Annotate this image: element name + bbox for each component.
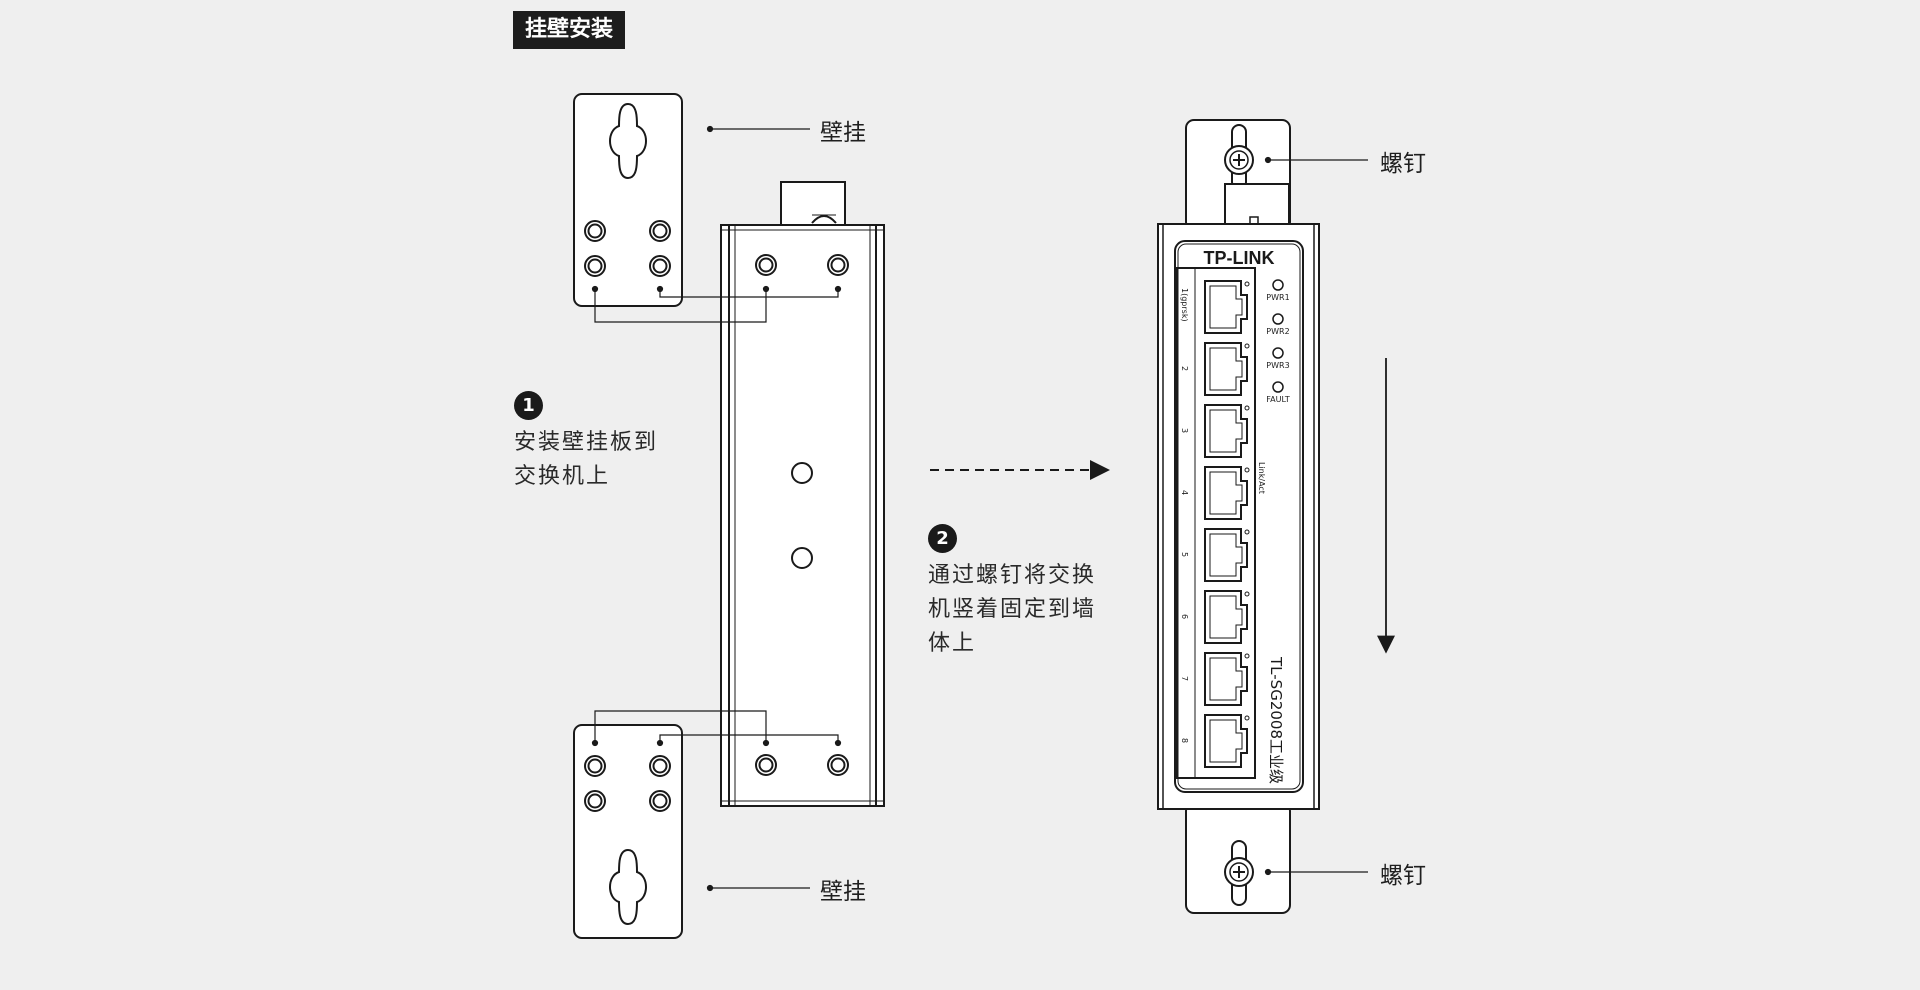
svg-text:PWR1: PWR1 <box>1266 293 1289 302</box>
screw-icon <box>1224 145 1254 175</box>
mounted-plate-top <box>1185 119 1291 231</box>
link-act-label: Link/Act <box>1257 462 1266 494</box>
svg-text:TP-LINK: TP-LINK <box>1204 248 1275 268</box>
svg-text:PWR3: PWR3 <box>1266 361 1289 370</box>
step-2-instruction: 2 通过螺钉将交换 机竖着固定到墙 体上 <box>928 521 1096 661</box>
step-1-instruction: 1 安装壁挂板到 交换机上 <box>514 388 658 494</box>
screw-leaders <box>1264 156 1368 876</box>
svg-text:4: 4 <box>1180 490 1189 495</box>
screw-label-top: 螺钉 <box>1380 151 1426 177</box>
wall-mount-plate-bottom <box>573 724 683 939</box>
step-2-line-2: 机竖着固定到墙 <box>928 597 1097 622</box>
model-label: TL-SG2008工业级 <box>1267 656 1285 784</box>
svg-text:5: 5 <box>1180 552 1189 557</box>
status-leds: PWR1 PWR2 PWR3 FAULT <box>1266 279 1290 404</box>
step-number-badge: 2 <box>928 524 957 553</box>
svg-text:3: 3 <box>1180 428 1189 433</box>
wall-mount-label-bottom: 壁挂 <box>820 879 866 905</box>
svg-text:2: 2 <box>1180 366 1189 371</box>
screw-icon <box>1224 857 1254 887</box>
svg-text:6: 6 <box>1180 614 1189 619</box>
step-1-line-2: 交换机上 <box>514 464 611 489</box>
step-2-line-3: 体上 <box>928 631 977 656</box>
wall-mount-leaders <box>706 125 810 892</box>
wall-mount-plate-top <box>573 93 683 307</box>
brand-logo: TP-LINK <box>1204 248 1275 268</box>
page-title: 挂壁安装 <box>513 11 626 49</box>
svg-text:PWR2: PWR2 <box>1266 327 1289 336</box>
step-number-badge: 1 <box>514 391 543 420</box>
svg-text:1(gprsk): 1(gprsk) <box>1180 288 1189 322</box>
port-number-labels: 1(gprsk) 2 3 4 5 6 7 8 <box>1180 288 1189 743</box>
step-2-line-1: 通过螺钉将交换 <box>928 563 1097 588</box>
svg-text:7: 7 <box>1180 676 1189 681</box>
switch-back-view <box>720 181 885 807</box>
svg-text:FAULT: FAULT <box>1266 395 1290 404</box>
svg-text:8: 8 <box>1180 738 1189 743</box>
alignment-lines <box>591 285 842 747</box>
screw-label-bottom: 螺钉 <box>1380 863 1426 889</box>
step-1-line-1: 安装壁挂板到 <box>514 430 659 455</box>
wall-mount-label-top: 壁挂 <box>820 120 866 146</box>
